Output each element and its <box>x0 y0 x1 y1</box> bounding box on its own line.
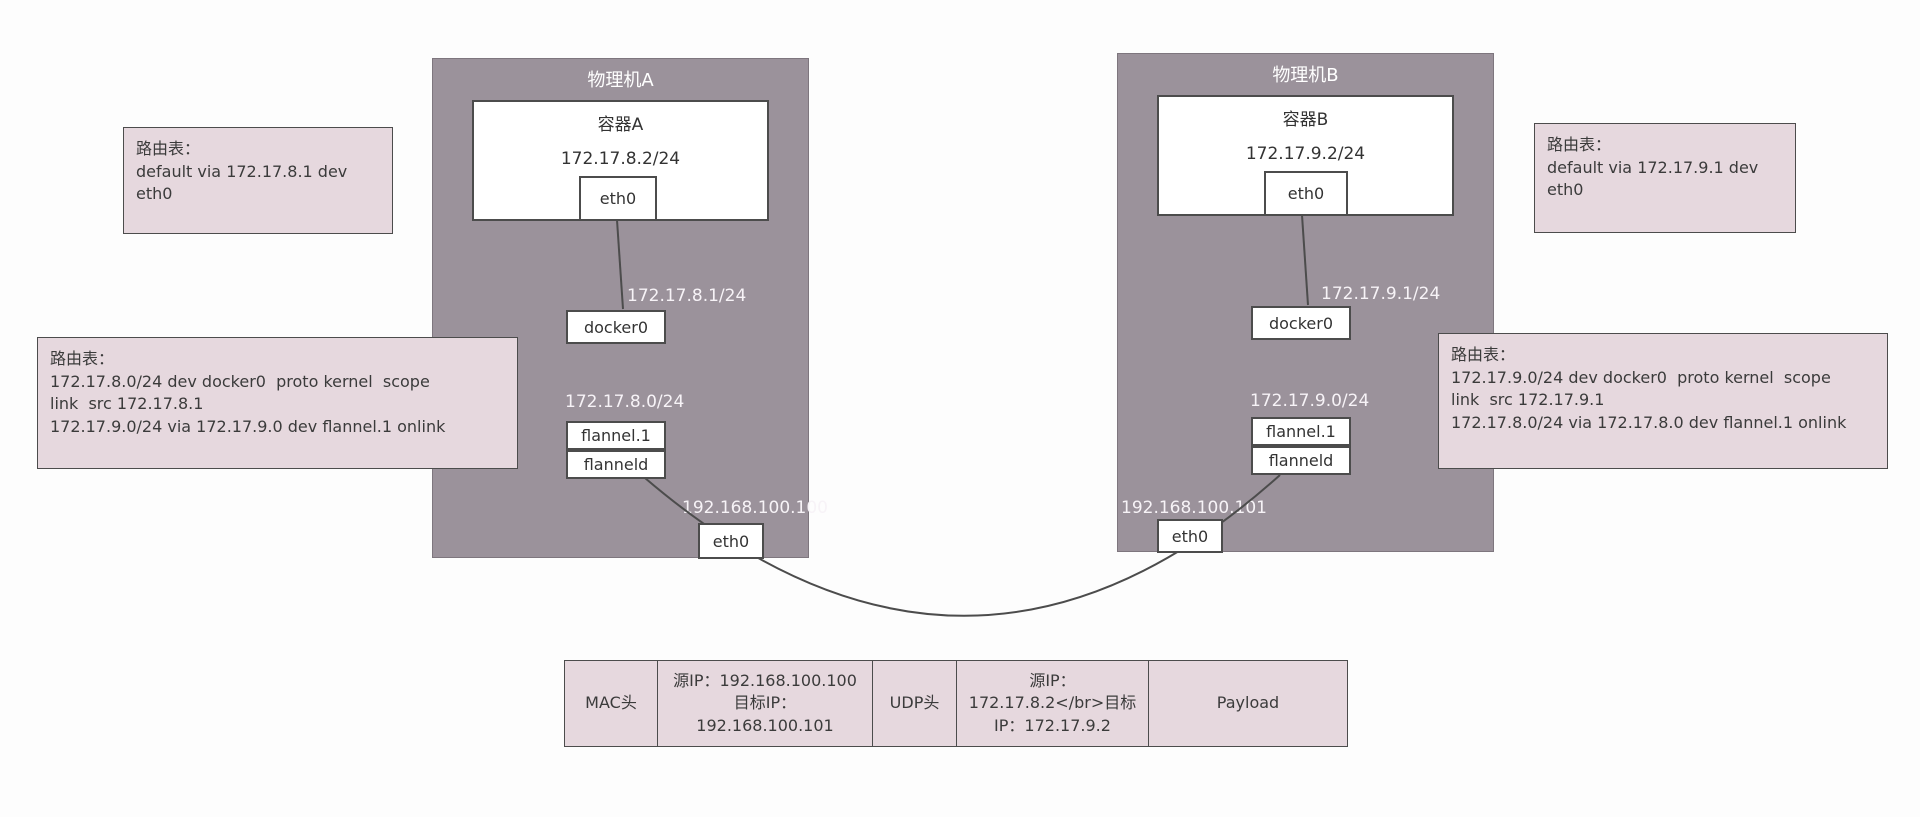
docker0-b: docker0 <box>1251 306 1351 340</box>
packet-cell-inner-ip: 源IP： 172.17.8.2</br>目标 IP：172.17.9.2 <box>956 660 1149 747</box>
physical-machine-a: 物理机A 容器A 172.17.8.2/24 eth0 172.17.8.1/2… <box>432 58 828 559</box>
packet-cell-udp-header: UDP头 <box>872 660 957 747</box>
route-table-b-full: 路由表： 172.17.9.0/24 dev docker0 proto ker… <box>1438 333 1888 469</box>
docker0-a: docker0 <box>566 310 666 344</box>
packet-cell-outer-ip: 源IP：192.168.100.100 目标IP： 192.168.100.10… <box>657 660 873 747</box>
packet-structure: MAC头 源IP：192.168.100.100 目标IP： 192.168.1… <box>564 660 1348 747</box>
flannel1-b: flannel.1 <box>1251 417 1351 446</box>
host-b-eth0: eth0 <box>1157 519 1223 553</box>
container-a-eth0: eth0 <box>579 176 657 221</box>
container-a-ip: 172.17.8.2/24 <box>560 149 681 169</box>
route-table-a-full: 路由表： 172.17.8.0/24 dev docker0 proto ker… <box>37 337 518 469</box>
container-b-ip: 172.17.9.2/24 <box>1245 144 1366 164</box>
container-b: 容器B 172.17.9.2/24 eth0 <box>1157 95 1454 216</box>
docker0-a-ip-label: 172.17.8.1/24 <box>627 286 747 306</box>
container-a-title: 容器A <box>597 115 644 135</box>
flannel1-a: flannel.1 <box>566 421 666 450</box>
route-table-a-default: 路由表： default via 172.17.8.1 dev eth0 <box>123 127 393 234</box>
container-b-eth0: eth0 <box>1264 171 1348 216</box>
subnet-a-label: 172.17.8.0/24 <box>565 392 685 412</box>
container-b-title: 容器B <box>1282 110 1329 130</box>
subnet-b-label: 172.17.9.0/24 <box>1250 391 1370 411</box>
flanneld-b: flanneld <box>1251 446 1351 475</box>
machine-b-title: 物理机B <box>1272 65 1339 86</box>
container-a: 容器A 172.17.8.2/24 eth0 <box>472 100 769 221</box>
host-b-ip-label: 192.168.100.101 <box>1121 498 1268 518</box>
host-a-eth0: eth0 <box>698 523 764 559</box>
route-table-b-default: 路由表： default via 172.17.9.1 dev eth0 <box>1534 123 1796 233</box>
packet-cell-payload: Payload <box>1148 660 1348 747</box>
flanneld-a: flanneld <box>566 450 666 479</box>
packet-cell-mac-header: MAC头 <box>564 660 658 747</box>
physical-machine-b: 物理机B 容器B 172.17.9.2/24 eth0 172.17.9.1/2… <box>1117 53 1494 553</box>
host-a-ip-label: 192.168.100.100 <box>682 498 829 518</box>
machine-a-title: 物理机A <box>587 70 654 91</box>
docker0-b-ip-label: 172.17.9.1/24 <box>1321 284 1441 304</box>
